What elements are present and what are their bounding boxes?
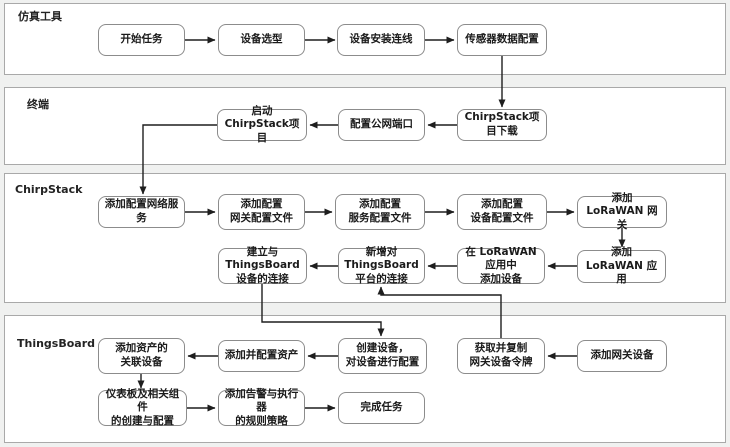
node-finish-task: 完成任务	[338, 392, 425, 424]
node-add-gateway-device: 添加网关设备	[577, 340, 667, 372]
node-asset-related-device: 添加资产的 关联设备	[98, 338, 185, 374]
node-start-task: 开始任务	[98, 24, 185, 56]
node-gateway-config-file: 添加配置 网关配置文件	[218, 194, 305, 230]
node-chirpstack-download: ChirpStack项目下载	[457, 109, 547, 141]
node-sensor-data-config: 传感器数据配置	[457, 24, 547, 56]
node-add-device-in-app: 在 LoRaWAN 应用中 添加设备	[457, 246, 545, 285]
lane-label-chirpstack: ChirpStack	[15, 183, 83, 196]
lane-label-terminal: 终端	[27, 98, 49, 111]
node-public-port-config: 配置公网端口	[338, 109, 425, 141]
node-add-config-asset: 添加并配置资产	[218, 340, 305, 372]
lane-label-simulation-tool: 仿真工具	[18, 10, 62, 23]
node-dashboard-components: 仪表板及相关组件 的创建与配置	[98, 388, 187, 427]
node-copy-gateway-token: 获取并复制 网关设备令牌	[457, 338, 545, 374]
node-alarm-rules: 添加告警与执行器 的规则策略	[218, 388, 305, 427]
node-service-config-file: 添加配置 服务配置文件	[335, 194, 425, 230]
node-add-lorawan-gateway: 添加 LoRaWAN 网关	[577, 192, 667, 231]
node-create-device-config: 创建设备， 对设备进行配置	[338, 338, 427, 374]
node-device-config-file: 添加配置 设备配置文件	[457, 194, 547, 230]
node-device-selection: 设备选型	[218, 24, 305, 56]
node-start-chirpstack: 启动ChirpStack项目	[217, 105, 307, 144]
lane-label-thingsboard: ThingsBoard	[17, 337, 96, 350]
node-device-wiring: 设备安装连线	[337, 24, 425, 56]
node-add-lorawan-app: 添加 LoRaWAN 应用	[577, 246, 666, 285]
node-thingsboard-device-conn: 建立与ThingsBoard 设备的连接	[218, 246, 307, 285]
node-add-network-service: 添加配置网络服务	[98, 196, 185, 228]
node-new-thingsboard-platform-conn: 新增对ThingsBoard 平台的连接	[338, 246, 425, 285]
